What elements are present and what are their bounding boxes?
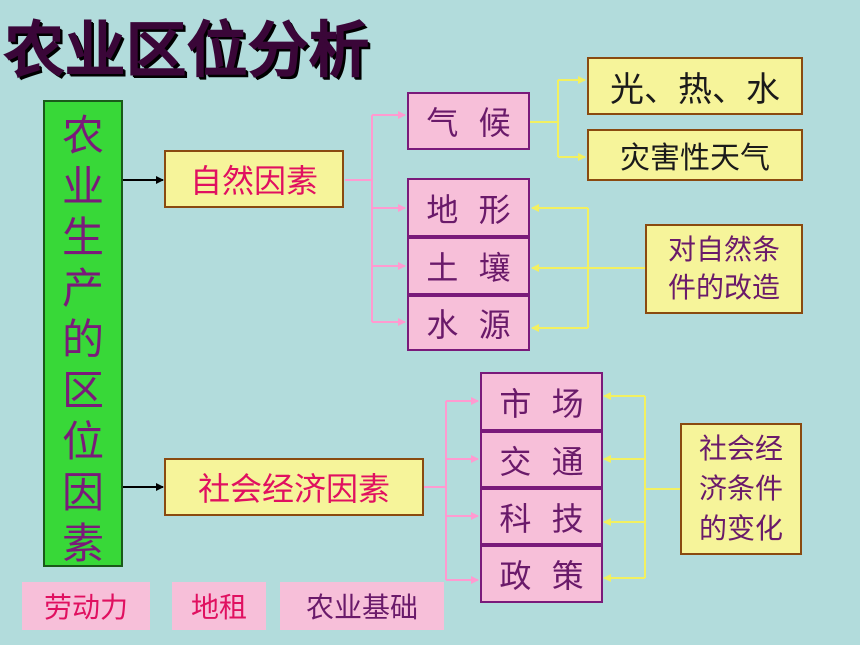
bottom-label-labor: 劳动力 bbox=[22, 582, 150, 630]
climate-branch bbox=[530, 76, 586, 161]
socioeconomic-change-box: 社会经济条件的变化 bbox=[680, 423, 802, 555]
transport-box: 交 通 bbox=[480, 431, 603, 488]
policy-box: 政 策 bbox=[480, 545, 603, 603]
natural-modification-label: 对自然条件的改造 bbox=[667, 233, 780, 304]
water-source-box: 水 源 bbox=[407, 295, 530, 351]
socioeconomic-change-label: 社会经济条件的变化 bbox=[698, 432, 783, 545]
technology-label: 科 技 bbox=[499, 499, 584, 538]
bottom-label-land-rent: 地租 bbox=[172, 582, 266, 630]
socioeconomic-factor-label: 社会经济因素 bbox=[197, 470, 390, 508]
page-title: 农业区位分析 bbox=[4, 16, 370, 87]
technology-box: 科 技 bbox=[480, 488, 603, 545]
transport-label: 交 通 bbox=[499, 442, 584, 481]
water-source-label: 水 源 bbox=[426, 306, 511, 344]
land-rent-label: 地租 bbox=[190, 591, 247, 624]
natural-factor-label: 自然因素 bbox=[189, 162, 318, 200]
soil-box: 土 壤 bbox=[407, 237, 530, 295]
natural-modification-box: 对自然条件的改造 bbox=[645, 224, 803, 314]
policy-label: 政 策 bbox=[499, 557, 584, 595]
main-factor-box: 农业生产的区位因素 bbox=[43, 100, 123, 568]
socioeconomic-factor-box: 社会经济因素 bbox=[164, 458, 424, 516]
natural-factor-box: 自然因素 bbox=[164, 150, 344, 208]
market-label: 市 场 bbox=[499, 384, 584, 423]
disaster-weather-label: 灾害性天气 bbox=[620, 141, 770, 176]
agri-foundation-label: 农业基础 bbox=[305, 591, 418, 624]
soil-label: 土 壤 bbox=[426, 249, 511, 287]
light-heat-water-box: 光、热、水 bbox=[587, 57, 803, 115]
market-box: 市 场 bbox=[480, 372, 603, 431]
bottom-label-agri-foundation: 农业基础 bbox=[280, 582, 444, 630]
natural-branch bbox=[345, 111, 406, 326]
labor-label: 劳动力 bbox=[43, 591, 128, 624]
terrain-box: 地 形 bbox=[407, 178, 530, 237]
disaster-weather-box: 灾害性天气 bbox=[587, 129, 803, 181]
terrain-label: 地 形 bbox=[426, 190, 511, 229]
main-factor-label: 农业生产的区位因素 bbox=[62, 111, 105, 568]
social-note-branch bbox=[603, 392, 680, 582]
climate-label: 气 候 bbox=[426, 104, 511, 142]
light-heat-water-label: 光、热、水 bbox=[610, 69, 780, 110]
social-branch bbox=[424, 397, 479, 584]
climate-box: 气 候 bbox=[407, 92, 530, 150]
natural-note-branch bbox=[531, 204, 645, 332]
